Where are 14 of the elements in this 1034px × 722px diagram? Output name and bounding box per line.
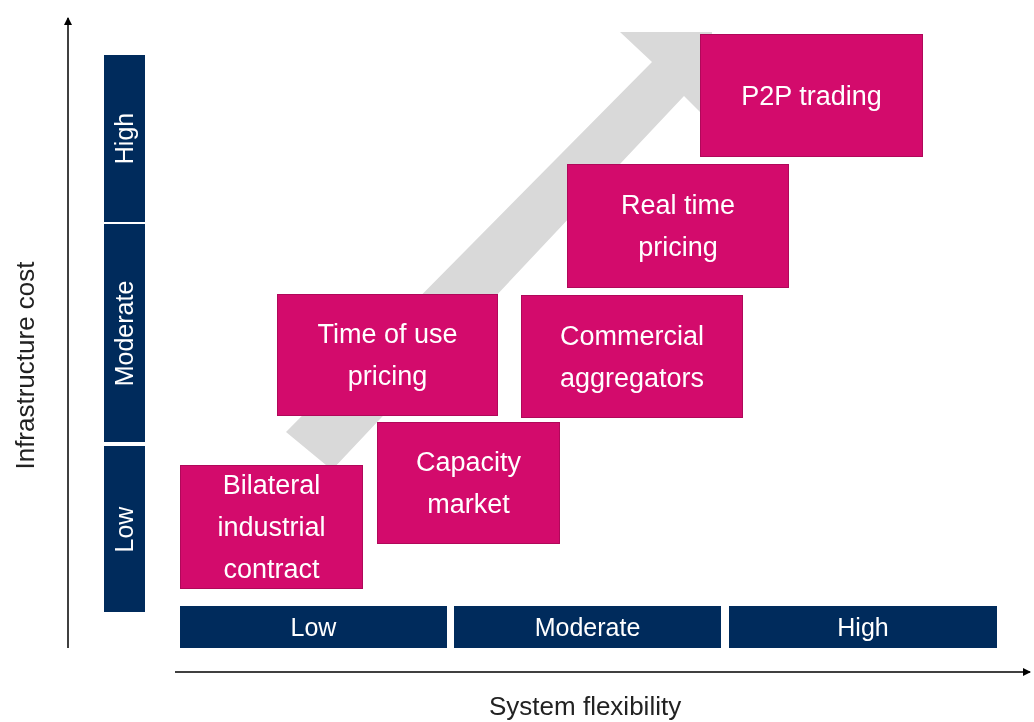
category-box: Commercial aggregators (521, 295, 743, 418)
category-box: Time of use pricing (277, 294, 498, 416)
axis-level-band: High (729, 606, 997, 648)
axis-level-band: Moderate (104, 224, 145, 442)
axis-title: Infrastructure cost (9, 260, 41, 470)
category-box: P2P trading (700, 34, 923, 157)
axis-level-band: High (104, 55, 145, 222)
axis-title: System flexibility (489, 690, 682, 722)
category-box: Capacity market (377, 422, 560, 544)
category-box: Real time pricing (567, 164, 789, 288)
axis-level-band: Moderate (454, 606, 721, 648)
axis-level-band: Low (180, 606, 447, 648)
axis-level-band: Low (104, 446, 145, 612)
category-box: Bilateral industrial contract (180, 465, 363, 589)
